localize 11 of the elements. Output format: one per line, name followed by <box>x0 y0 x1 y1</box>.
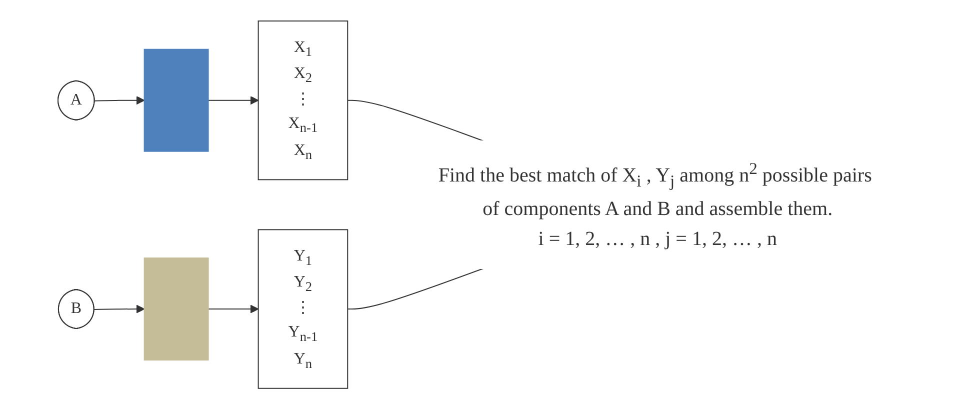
node-box <box>144 258 209 361</box>
arrow <box>94 304 145 314</box>
arrow <box>94 96 145 106</box>
node-box <box>144 49 209 152</box>
connector <box>347 100 484 142</box>
node-box: X$_{1}$ X$_{2}$ ⋮ X$_{n-1}$ X$_{n}$ <box>258 20 348 180</box>
node-text: Find the best match of X$_{i}$ , Y$_{j}$ among n$^{2}$ possible pairs of components A and B and assemble them. i = 1, 2, … , n , j = 1, 2, … , n <box>438 159 872 250</box>
node-box: Y$_{1}$ Y$_{2}$ ⋮ Y$_{n-1}$ Y$_{n}$ <box>258 230 348 390</box>
arrow <box>208 304 259 314</box>
connector <box>347 268 484 310</box>
arrow <box>208 96 259 106</box>
